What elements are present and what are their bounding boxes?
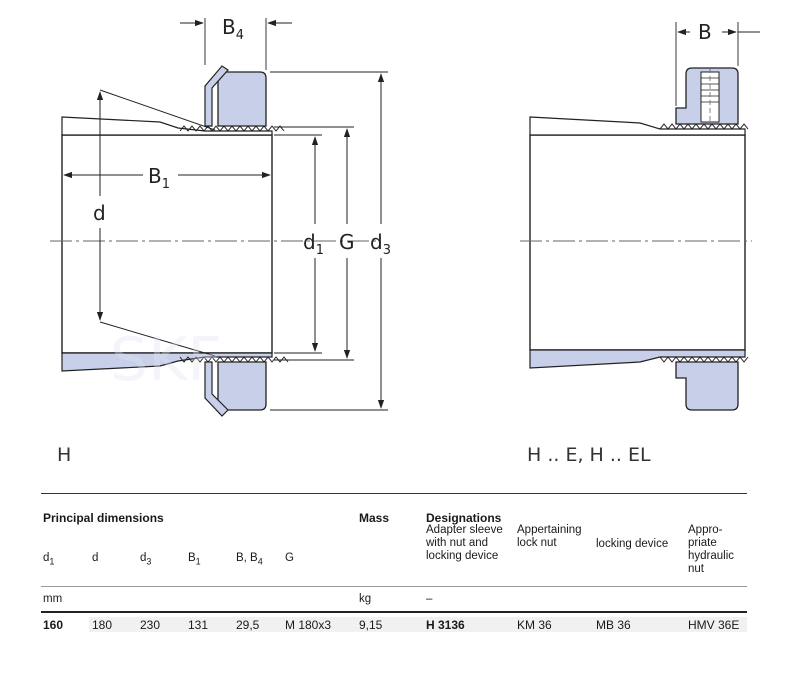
label-b1: B1 bbox=[148, 164, 170, 192]
right-lock-nut-lower bbox=[675, 361, 739, 411]
lock-nut-upper bbox=[217, 71, 267, 127]
cell-locking-device: MB 36 bbox=[596, 618, 631, 632]
dim-b1: B1 bbox=[63, 164, 271, 192]
cell-lock-nut: KM 36 bbox=[517, 618, 552, 632]
dim-b: B bbox=[675, 20, 760, 106]
upper-thread bbox=[179, 125, 285, 132]
lock-washer-lower bbox=[204, 361, 229, 417]
right-lower-thread bbox=[659, 356, 749, 363]
designations-header: Designations bbox=[426, 511, 502, 525]
cell-mass: 9,15 bbox=[359, 618, 383, 632]
col-locking-device: locking device bbox=[596, 538, 669, 550]
table-row: 160 180 230 131 29,5 M 180x3 9,15 H 3136… bbox=[41, 611, 747, 635]
units-row: mm kg – bbox=[41, 586, 747, 611]
right-sleeve-upper-taper bbox=[529, 116, 746, 136]
left-view-adapter-sleeve: SKF bbox=[61, 65, 289, 417]
col-d: d bbox=[92, 552, 99, 564]
col-lock-nut: Appertaining lock nut bbox=[517, 524, 582, 549]
label-b: B bbox=[698, 20, 712, 44]
technical-drawing: SKF B4 B1 d d1 G bbox=[50, 15, 760, 466]
cell-hydraulic-nut: HMV 36E bbox=[688, 618, 740, 632]
mass-header: Mass bbox=[359, 511, 390, 525]
right-upper-thread bbox=[659, 123, 749, 130]
cell-b1: 131 bbox=[188, 618, 209, 632]
col-b-b4: B, B4 bbox=[236, 552, 263, 567]
col-b1: B1 bbox=[188, 552, 201, 567]
right-sleeve-bore-outline bbox=[529, 134, 746, 351]
lock-washer-upper bbox=[204, 65, 229, 127]
lock-nut-lower bbox=[217, 361, 267, 411]
col-g: G bbox=[285, 552, 294, 564]
dim-b4: B4 bbox=[180, 15, 292, 70]
caption-left: H bbox=[57, 444, 71, 466]
caption-right: H .. E, H .. EL bbox=[527, 444, 651, 466]
svg-text:SKF: SKF bbox=[110, 325, 222, 395]
dim-d: d bbox=[93, 91, 106, 321]
label-b4: B4 bbox=[222, 15, 244, 43]
label-g: G bbox=[339, 230, 355, 254]
right-view-adapter-sleeve bbox=[529, 67, 749, 411]
lower-thread bbox=[179, 356, 289, 363]
dimension-table: Principal dimensions Mass Designations A… bbox=[41, 493, 747, 635]
col-d1: d1 bbox=[43, 552, 55, 567]
label-d3: d3 bbox=[370, 230, 391, 258]
section-title: Principal dimensions bbox=[43, 511, 164, 525]
cell-d1: 160 bbox=[43, 618, 64, 632]
cell-adapter-sleeve: H 3136 bbox=[426, 618, 465, 632]
sleeve-upper-taper bbox=[61, 116, 273, 136]
unit-kg: kg bbox=[359, 593, 372, 605]
col-hydraulic-nut: Appro- priate hydraulic nut bbox=[688, 524, 735, 575]
dim-g: G bbox=[339, 128, 355, 359]
label-d: d bbox=[93, 201, 106, 225]
col-d3: d3 bbox=[140, 552, 152, 567]
cell-d3: 230 bbox=[140, 618, 161, 632]
dim-d3: d3 bbox=[370, 73, 391, 409]
col-adapter-sleeve: Adapter sleeve with nut and locking devi… bbox=[426, 524, 503, 562]
sleeve-lower-taper bbox=[61, 352, 273, 372]
cell-d: 180 bbox=[92, 618, 113, 632]
table-header: Principal dimensions Mass Designations A… bbox=[41, 494, 747, 586]
cell-b-b4: 29,5 bbox=[236, 618, 260, 632]
sleeve-bore-outline bbox=[61, 134, 273, 354]
label-d1: d1 bbox=[303, 230, 324, 258]
unit-mm: mm bbox=[43, 593, 63, 605]
dim-d1: d1 bbox=[303, 136, 324, 352]
cell-g: M 180x3 bbox=[285, 618, 332, 632]
unit-designations: – bbox=[426, 593, 433, 605]
